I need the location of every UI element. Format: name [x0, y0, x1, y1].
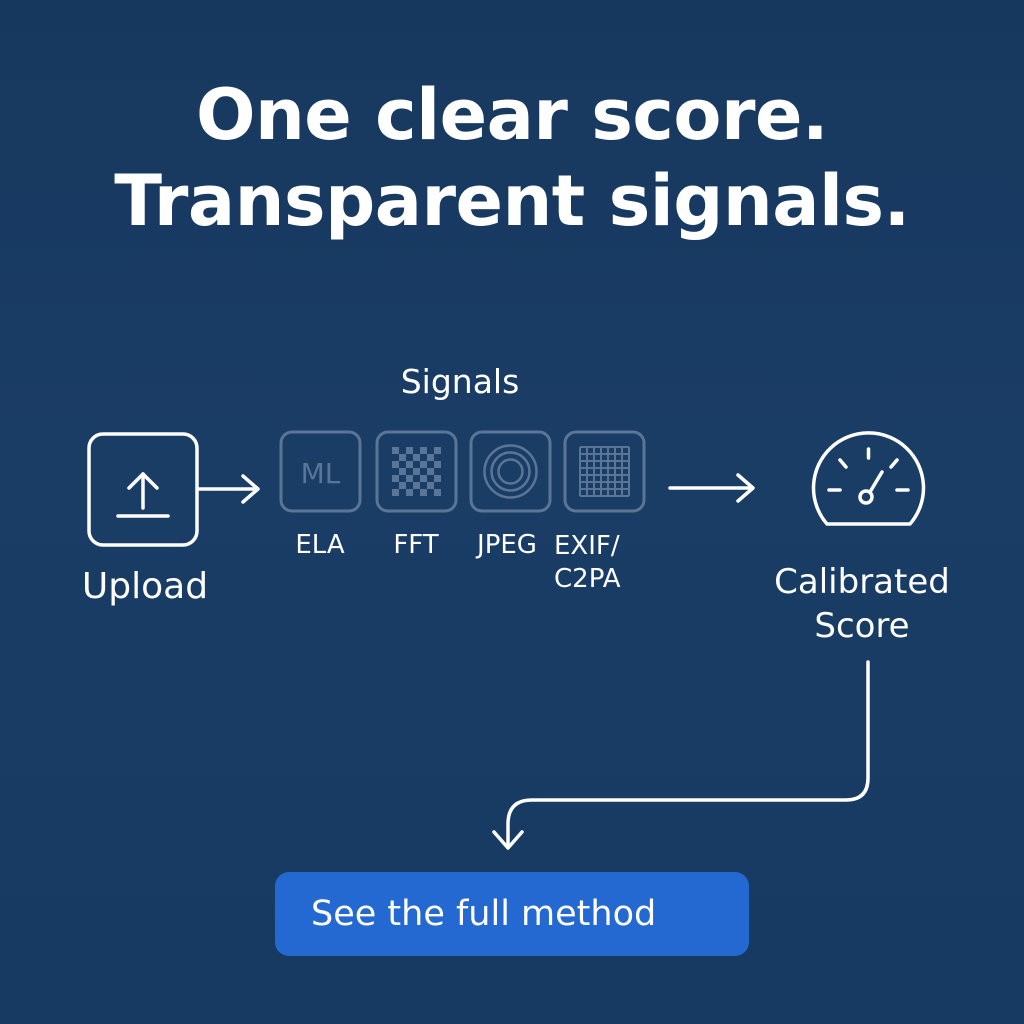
checker-cell: [427, 468, 434, 475]
connector-score-to-button: [492, 660, 870, 850]
checkerboard-icon: [375, 430, 458, 513]
checker-cell: [392, 489, 399, 496]
arrow-upload-to-signals: [196, 474, 260, 504]
signal-label-jpeg: JPEG: [477, 530, 537, 560]
concentric-rings-icon: [469, 430, 552, 513]
checker-cell: [406, 447, 413, 454]
upload-label: Upload: [81, 566, 209, 607]
checker-cell: [434, 447, 441, 454]
upload-icon: [87, 432, 199, 547]
checker-cell: [399, 482, 406, 489]
headline-line-2: Transparent signals.: [114, 160, 910, 242]
checker-cell: [420, 447, 427, 454]
checker-cell: [434, 475, 441, 482]
checker-cell: [392, 475, 399, 482]
see-full-method-button[interactable]: See the full method: [275, 872, 749, 956]
score-label-line-1: Calibrated: [774, 562, 950, 602]
checker-cell: [413, 482, 420, 489]
checker-cell: [392, 461, 399, 468]
signal-label-c2pa: C2PA: [554, 564, 621, 594]
checker-cell: [406, 489, 413, 496]
headline-line-1: One clear score.: [195, 74, 829, 156]
grid-icon: [563, 430, 646, 513]
checker-cell: [434, 489, 441, 496]
checker-cell: [406, 461, 413, 468]
arrow-signals-to-score: [668, 473, 755, 503]
score-label: Calibrated Score: [752, 560, 972, 648]
checker-cell: [406, 475, 413, 482]
ml-icon-text: ML: [301, 457, 341, 490]
checker-cell: [420, 489, 427, 496]
checker-cell: [427, 482, 434, 489]
checker-cell: [434, 461, 441, 468]
checker-cell: [399, 468, 406, 475]
ml-icon: ML: [279, 430, 362, 513]
checker-cell: [420, 475, 427, 482]
checker-cell: [413, 454, 420, 461]
signal-label-exif: EXIF/: [554, 531, 620, 561]
checker-cell: [413, 468, 420, 475]
checker-cell: [399, 454, 406, 461]
signal-label-ela: ELA: [295, 530, 345, 560]
checker-cell: [427, 454, 434, 461]
checker-cell: [392, 447, 399, 454]
signal-label-exif-c2pa: EXIF/ C2PA: [554, 530, 644, 596]
signal-label-fft: FFT: [393, 530, 439, 560]
score-label-line-2: Score: [814, 606, 910, 646]
checker-cell: [420, 461, 427, 468]
gauge-icon: [811, 431, 926, 526]
signals-title: Signals: [400, 362, 520, 401]
